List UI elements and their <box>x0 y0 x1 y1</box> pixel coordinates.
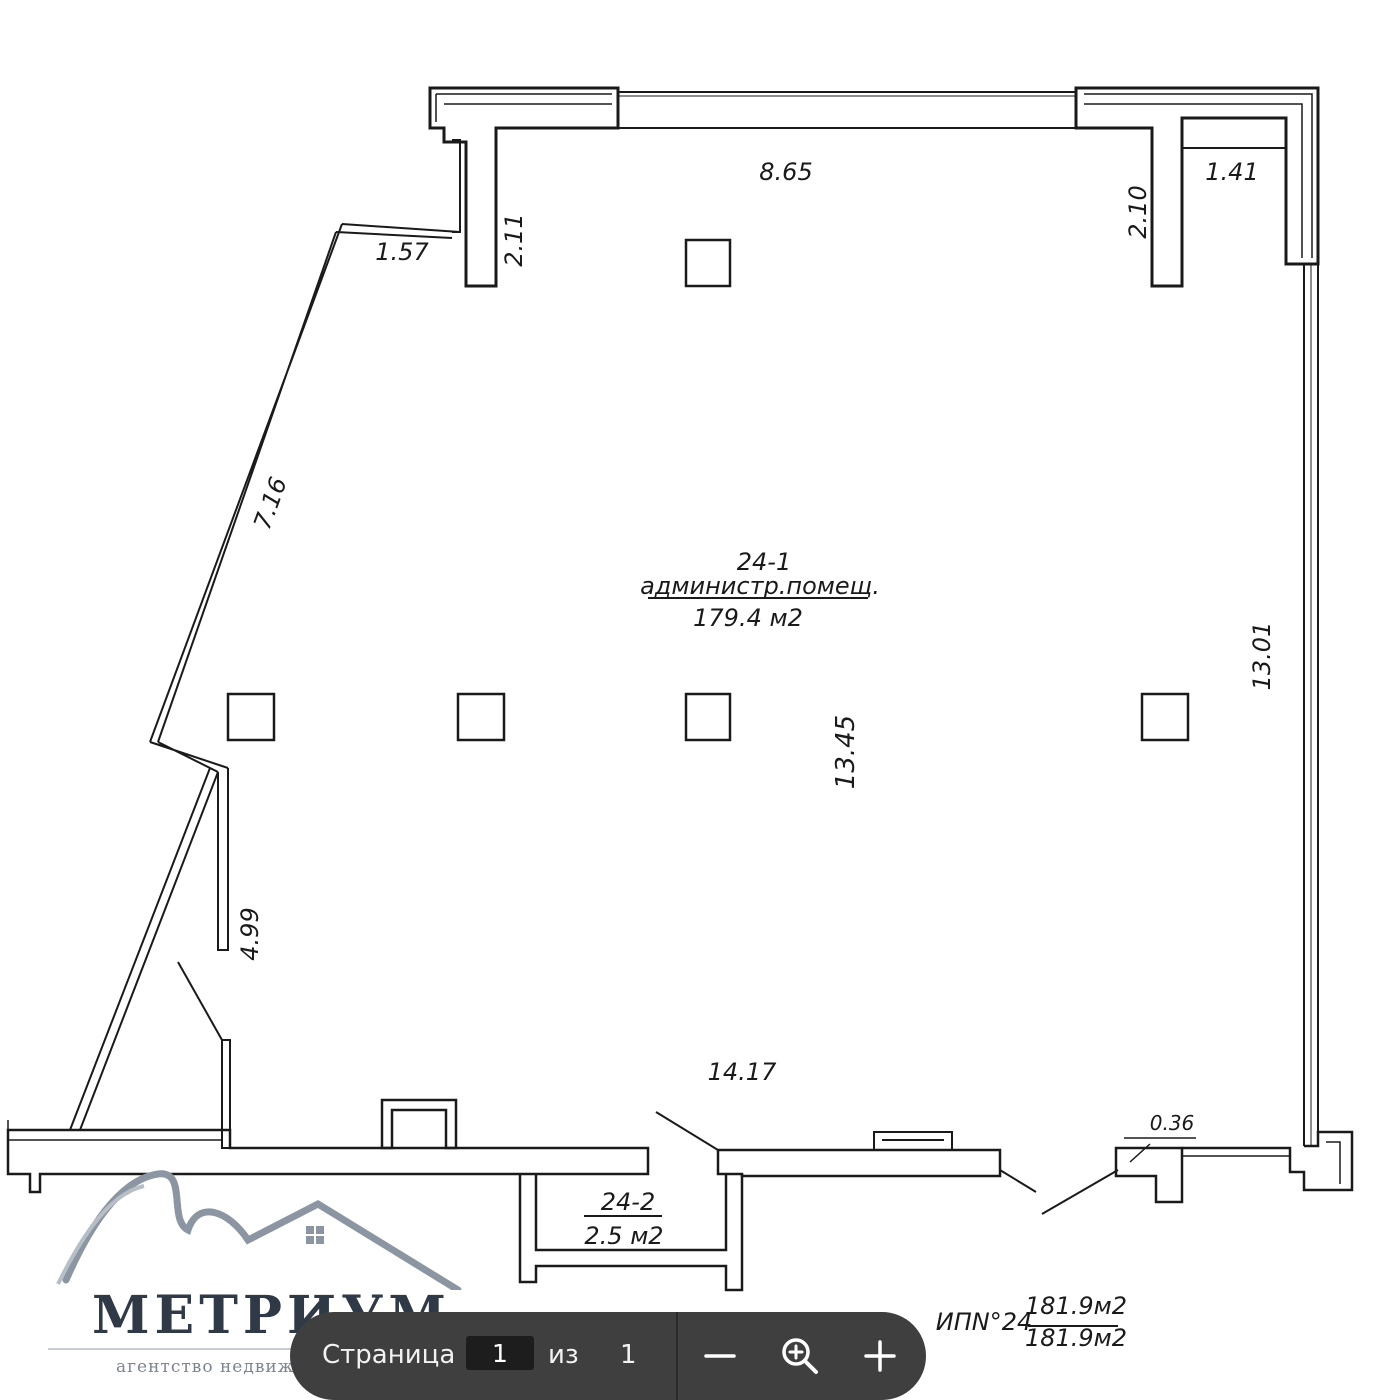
wall-top-left <box>428 86 620 288</box>
logo-divider <box>48 1348 408 1350</box>
zoom-out-icon <box>704 1354 736 1358</box>
wall-left-lower <box>217 768 229 951</box>
wall-right <box>1303 264 1319 1146</box>
logo-roof-icon <box>56 1170 462 1290</box>
zoom-out-button[interactable] <box>696 1332 744 1380</box>
page-label: Страница <box>322 1340 456 1370</box>
column <box>684 238 732 288</box>
wall-bottom-right <box>1114 1146 1184 1204</box>
dim-left-lower-wall: 4.99 <box>236 907 264 960</box>
zoom-in-icon <box>864 1340 896 1372</box>
dim-top-wall: 8.65 <box>759 158 812 186</box>
room-24-1-name: администр.помещ. <box>640 572 880 600</box>
wall-diagonal <box>335 223 461 239</box>
room-24-2-number: 24-2 <box>601 1188 655 1216</box>
room-24-1-area: 179.4 м2 <box>693 604 803 632</box>
toolbar-divider <box>676 1312 678 1400</box>
dim-top-left-short: 1.57 <box>375 238 429 266</box>
summary-area-top: 181.9м2 <box>1025 1292 1127 1320</box>
zoom-fit-icon <box>782 1338 818 1374</box>
of-label: из <box>548 1340 579 1370</box>
dim-diagonal-wall: 7.16 <box>248 473 293 533</box>
column <box>456 692 506 742</box>
dim-left-pier: 2.11 <box>500 213 528 266</box>
column <box>226 692 276 742</box>
wall-bottom-left <box>6 1128 650 1194</box>
dim-top-right-short: 1.41 <box>1205 158 1258 186</box>
page-number-input[interactable] <box>466 1336 534 1370</box>
pdf-toolbar: Страница из 1 <box>290 1312 926 1400</box>
summary-area-bottom: 181.9м2 <box>1025 1324 1127 1352</box>
summary-label: ИПN°24 <box>936 1308 1033 1336</box>
dim-small-offset: 0.36 <box>1150 1111 1195 1135</box>
window-top <box>618 91 1076 129</box>
total-pages: 1 <box>620 1340 637 1370</box>
room-24-1-number: 24-1 <box>737 548 791 576</box>
wall-bottom-middle <box>716 1148 1002 1178</box>
dim-right-wall: 13.01 <box>1248 622 1276 691</box>
column <box>684 692 732 742</box>
dim-room-depth: 13.45 <box>831 715 861 789</box>
room-24-2-area: 2.5 м2 <box>584 1222 663 1250</box>
wall-top-right <box>1074 86 1320 288</box>
room-24-2-walls <box>518 1174 744 1292</box>
dim-right-pier: 2.10 <box>1124 185 1152 238</box>
column <box>1140 692 1190 742</box>
zoom-in-button[interactable] <box>856 1332 904 1380</box>
zoom-fit-button[interactable] <box>776 1332 824 1380</box>
dim-bottom-wall: 14.17 <box>708 1058 777 1086</box>
